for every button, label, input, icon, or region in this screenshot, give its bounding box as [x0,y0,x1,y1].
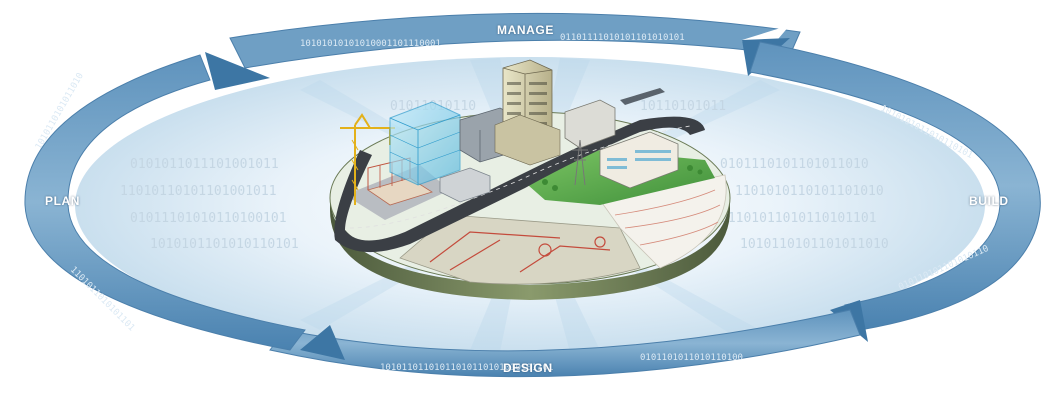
stage-label-build: BUILD [969,194,1009,208]
svg-text:10101010101010001101110001: 10101010101010001101110001 [300,39,441,49]
svg-text:0101110101101011010: 0101110101101011010 [720,157,869,172]
office-tower [494,59,561,166]
svg-text:01101111010101101010101: 01101111010101101010101 [560,33,685,43]
trees [542,165,703,191]
stage-label-plan: PLAN [45,194,81,208]
stage-label-manage: MANAGE [497,23,554,37]
stage-label-design: DESIGN [503,361,553,375]
ring-segment-plan [24,54,306,351]
survey-area [599,174,727,269]
arrow-head-design [300,325,345,360]
svg-text:10110101011: 10110101011 [640,99,726,114]
cycle-ring [24,12,1041,378]
road [334,116,705,253]
svg-text:101011011010110101101010101011: 10101101101011010110101010101101 [380,363,553,373]
glass-building [389,101,461,186]
power-pylon [572,139,588,186]
svg-text:1101010110101101010: 1101010110101101010 [735,184,884,199]
svg-text:1010110101101011010: 1010110101101011010 [740,237,889,252]
binary-background: 0101011011101001011 11010110101101001011… [120,99,889,252]
svg-text:01101011010110101101: 01101011010110101101 [720,211,877,226]
svg-text:0101101011010110100: 0101101011010110100 [640,353,743,363]
svg-text:11010110101101001011: 11010110101101001011 [120,184,277,199]
arrow-head-plan [205,52,270,90]
svg-text:1010101101010110101: 1010101101010110101 [150,237,299,252]
right-buildings [564,88,679,189]
blueprint-area [399,214,641,285]
svg-text:0101011011101001011: 0101011011101001011 [130,157,279,172]
svg-text:01011101010110100101: 01011101010110100101 [130,211,287,226]
